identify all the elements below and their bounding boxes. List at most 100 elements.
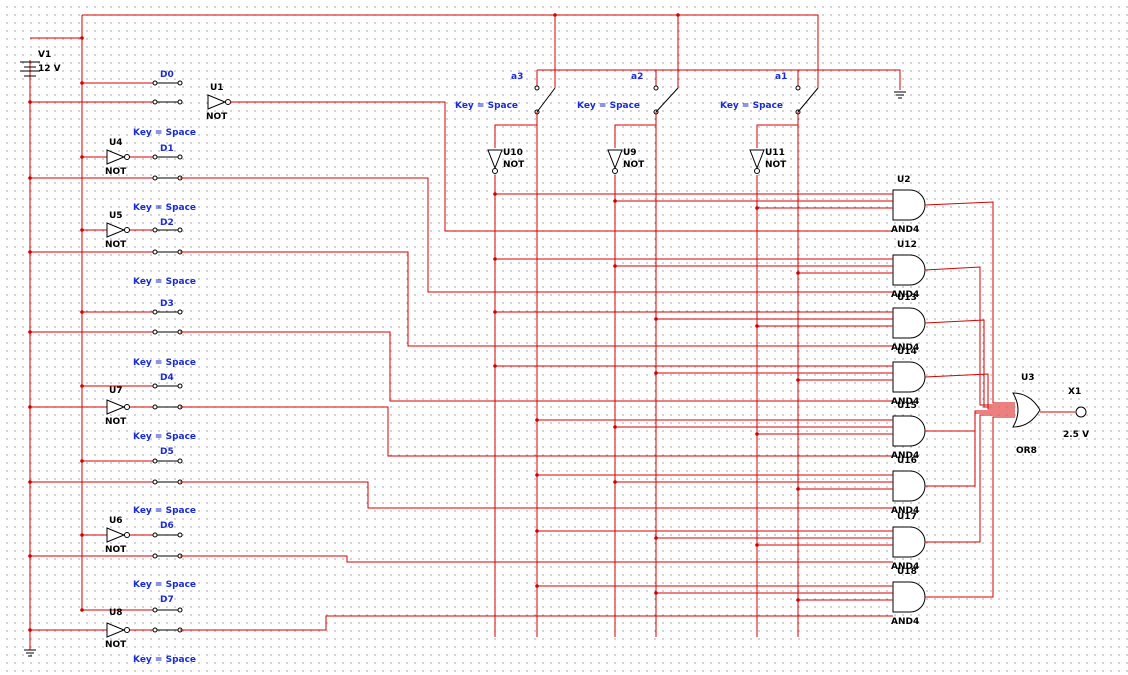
and-gate-type: AND4 bbox=[891, 397, 919, 407]
switch-terminal[interactable] bbox=[152, 80, 158, 86]
switch-terminal[interactable] bbox=[152, 309, 158, 315]
probe-lamp bbox=[1075, 406, 1087, 418]
switch-terminal[interactable] bbox=[152, 458, 158, 464]
junction-dot bbox=[654, 371, 658, 375]
switch-terminal[interactable] bbox=[152, 479, 158, 485]
inverter-bubble bbox=[754, 168, 760, 174]
junction-dot bbox=[535, 473, 539, 477]
switch-terminal[interactable] bbox=[152, 383, 158, 389]
junction-dot bbox=[654, 536, 658, 540]
battery-value: 12 V bbox=[38, 64, 61, 74]
junction-dot bbox=[493, 310, 497, 314]
switch-terminal[interactable] bbox=[177, 607, 183, 613]
switch-terminal[interactable] bbox=[152, 249, 158, 255]
not-gate bbox=[106, 622, 126, 638]
selector-terminal[interactable] bbox=[534, 85, 540, 91]
and-gate-name: U18 bbox=[897, 567, 917, 577]
and-gate-name: U17 bbox=[897, 512, 917, 522]
junction-dot bbox=[755, 543, 759, 547]
inverter-bubble bbox=[124, 154, 130, 160]
and-gate bbox=[892, 581, 926, 613]
data-input-label: D5 bbox=[160, 447, 174, 457]
junction-dot bbox=[613, 264, 617, 268]
and-gate-type: AND4 bbox=[891, 451, 919, 461]
switch-terminal[interactable] bbox=[177, 383, 183, 389]
data-input-label: D3 bbox=[160, 299, 174, 309]
junction-dot bbox=[535, 529, 539, 533]
switch-terminal[interactable] bbox=[152, 175, 158, 181]
and-to-or bbox=[924, 201, 1015, 404]
switch-terminal[interactable] bbox=[177, 154, 183, 160]
data-to-and bbox=[180, 481, 893, 509]
junction-dot bbox=[80, 36, 84, 40]
junction-dot bbox=[613, 480, 617, 484]
inverter-name: U1 bbox=[210, 83, 224, 93]
select-to-inverter bbox=[756, 124, 798, 148]
inverter-bubble bbox=[124, 227, 130, 233]
select-to-inverter bbox=[494, 124, 537, 148]
and-to-or bbox=[925, 410, 1015, 432]
key-binding-label: Key = Space bbox=[133, 277, 196, 287]
switch-terminal[interactable] bbox=[152, 404, 158, 410]
junction-dot bbox=[613, 425, 617, 429]
probe-name: X1 bbox=[1068, 387, 1081, 397]
switch-terminal[interactable] bbox=[152, 532, 158, 538]
switch-terminal[interactable] bbox=[177, 458, 183, 464]
inverter-name: U5 bbox=[109, 211, 123, 221]
junction-dot bbox=[796, 487, 800, 491]
data-to-and bbox=[180, 615, 893, 631]
select-switch-lever[interactable] bbox=[797, 87, 819, 113]
switch-terminal[interactable] bbox=[152, 607, 158, 613]
and-gate-name: U2 bbox=[897, 175, 911, 185]
and-to-or bbox=[924, 266, 1015, 406]
switch-terminal[interactable] bbox=[152, 154, 158, 160]
data-to-and bbox=[180, 331, 893, 402]
data-input-label: D4 bbox=[160, 373, 174, 383]
key-binding-label: Key = Space bbox=[133, 432, 196, 442]
switch-terminal[interactable] bbox=[152, 553, 158, 559]
and-gate bbox=[892, 415, 926, 447]
junction-dot bbox=[755, 324, 759, 328]
key-binding-label: Key = Space bbox=[133, 128, 196, 138]
select-switch-lever[interactable] bbox=[655, 87, 679, 113]
selector-terminal[interactable] bbox=[795, 85, 801, 91]
switch-terminal[interactable] bbox=[177, 80, 183, 86]
data-input-label: D7 bbox=[160, 595, 174, 605]
and-gate bbox=[892, 307, 926, 339]
junction-dot bbox=[553, 13, 557, 17]
gate-type-label: NOT bbox=[105, 240, 127, 250]
switch-terminal[interactable] bbox=[152, 227, 158, 233]
and-gate-type: AND4 bbox=[891, 506, 919, 516]
junction-dot bbox=[535, 418, 539, 422]
junction-dot bbox=[613, 199, 617, 203]
data-to-and bbox=[180, 406, 893, 457]
inverter-bubble bbox=[124, 627, 130, 633]
switch-terminal[interactable] bbox=[152, 627, 158, 633]
selector-terminal[interactable] bbox=[653, 85, 659, 91]
junction-dot bbox=[796, 271, 800, 275]
switch-terminal[interactable] bbox=[177, 99, 183, 105]
data-to-and bbox=[180, 177, 893, 293]
switch-terminal[interactable] bbox=[177, 227, 183, 233]
and-to-or bbox=[924, 319, 1015, 408]
switch-terminal[interactable] bbox=[177, 309, 183, 315]
and-to-or bbox=[925, 416, 1015, 598]
and-gate-type: AND4 bbox=[891, 343, 919, 353]
battery-name: V1 bbox=[38, 50, 51, 60]
switch-terminal[interactable] bbox=[152, 329, 158, 335]
and-to-or bbox=[925, 412, 1015, 487]
junction-dot bbox=[493, 192, 497, 196]
and-gate bbox=[892, 361, 926, 393]
and-gate bbox=[892, 526, 926, 558]
inverter-bubble bbox=[492, 168, 498, 174]
junction-dot bbox=[755, 432, 759, 436]
switch-terminal[interactable] bbox=[177, 532, 183, 538]
select-switch-lever[interactable] bbox=[536, 87, 556, 113]
and-gate-name: U16 bbox=[897, 456, 917, 466]
switch-terminal[interactable] bbox=[152, 99, 158, 105]
and-to-or bbox=[925, 414, 1015, 543]
or-gate bbox=[1012, 392, 1041, 428]
junction-dot bbox=[796, 598, 800, 602]
data-input-label: D2 bbox=[160, 218, 174, 228]
